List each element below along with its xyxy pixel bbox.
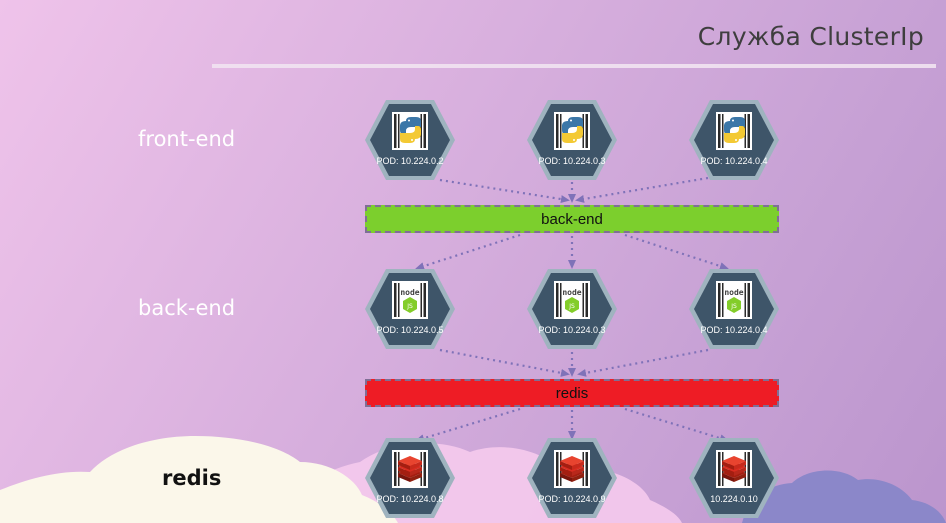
svg-text:node: node <box>400 288 419 297</box>
pod-label: POD: 10.224.0.3 <box>538 325 606 335</box>
python-icon <box>562 117 583 143</box>
connection-arrow <box>415 407 521 443</box>
connection-arrow <box>624 233 729 270</box>
svg-text:JS: JS <box>406 303 413 310</box>
page-title: Служба ClusterIp <box>697 22 924 51</box>
svg-text:node: node <box>562 288 581 297</box>
cream-cloud-shape <box>0 436 398 523</box>
connection-arrow <box>415 233 521 270</box>
svg-text:JS: JS <box>568 303 575 310</box>
pod-hexagon <box>689 100 779 180</box>
pod-hexagon <box>527 438 617 518</box>
pod-redis-3: 10.224.0.10 <box>688 437 780 519</box>
connection-arrow <box>439 348 570 377</box>
svg-text:node: node <box>724 288 743 297</box>
redis-icon <box>398 456 422 482</box>
pod-label: POD: 10.224.0.5 <box>376 325 444 335</box>
tier-label-frontend: front-end <box>138 127 236 151</box>
service-redis: redis <box>365 379 779 407</box>
pod-label: POD: 10.224.0.4 <box>700 156 768 166</box>
pod-label: POD: 10.224.0.4 <box>700 325 768 335</box>
redis-icon <box>722 456 746 482</box>
pod-label: POD: 10.224.0.8 <box>376 494 444 504</box>
pod-redis-1: POD: 10.224.0.8 <box>364 437 456 519</box>
service-backend: back-end <box>365 205 779 233</box>
pod-label: POD: 10.224.0.3 <box>538 156 606 166</box>
blue-cloud-shape <box>742 470 946 523</box>
connection-arrow <box>439 178 570 204</box>
connection-arrows <box>415 176 729 443</box>
pod-label: POD: 10.224.0.2 <box>376 156 444 166</box>
connection-arrow <box>577 348 709 377</box>
svg-text:JS: JS <box>730 303 737 310</box>
pod-redis-2: POD: 10.224.0.9 <box>526 437 618 519</box>
redis-icon <box>560 456 584 482</box>
pod-hexagon <box>365 100 455 180</box>
pod-label: POD: 10.224.0.9 <box>538 494 606 504</box>
pod-hexagon <box>365 438 455 518</box>
tier-label-redis: redis <box>162 466 222 490</box>
connection-arrow <box>575 176 709 203</box>
connection-arrow <box>624 407 729 443</box>
tier-label-backend: back-end <box>138 296 236 320</box>
pod-label: 10.224.0.10 <box>710 494 758 504</box>
pod-hexagon <box>527 100 617 180</box>
python-icon <box>724 117 745 143</box>
title-divider <box>212 64 936 68</box>
pod-frontend-2: POD: 10.224.0.3 <box>526 99 618 181</box>
pod-frontend-3: POD: 10.224.0.4 <box>688 99 780 181</box>
python-icon <box>400 117 421 143</box>
pod-frontend-1: POD: 10.224.0.2 <box>364 99 456 181</box>
pod-hexagon <box>689 438 779 518</box>
